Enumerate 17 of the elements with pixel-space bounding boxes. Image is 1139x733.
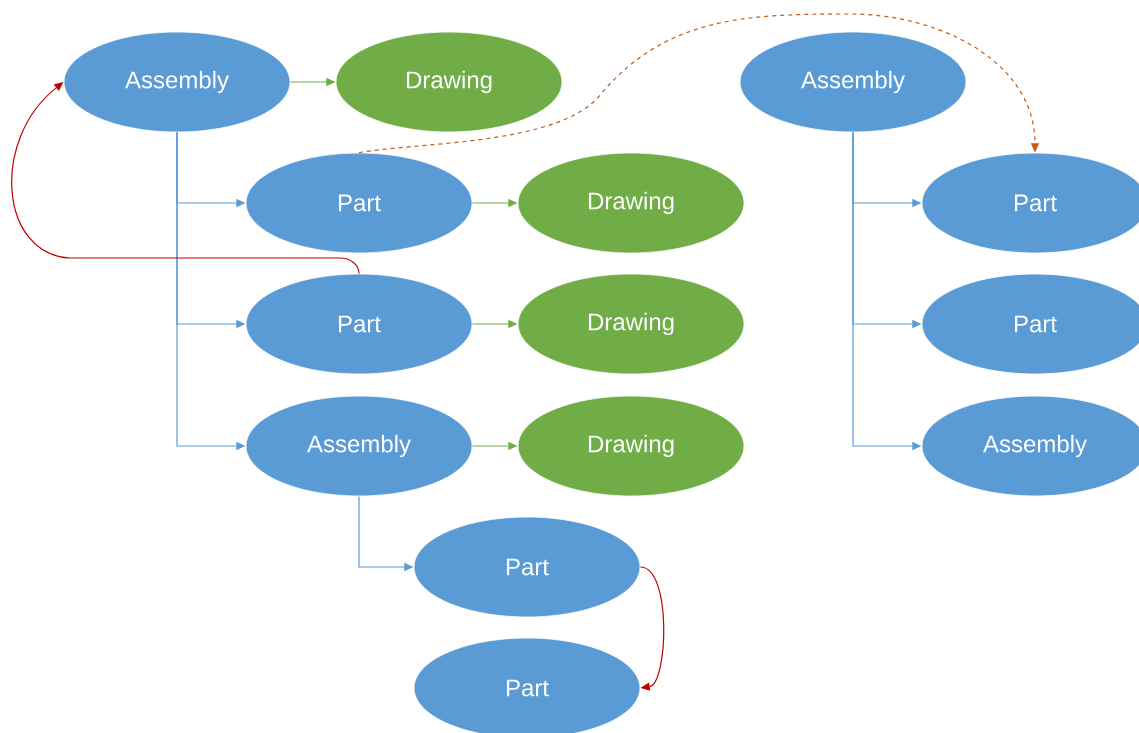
ellipse-node: Drawing bbox=[517, 395, 745, 497]
ellipse-node: Part bbox=[921, 273, 1139, 375]
ellipse-node: Assembly bbox=[739, 31, 967, 133]
ellipse-node: Assembly bbox=[63, 31, 291, 133]
ellipse-node: Part bbox=[245, 273, 473, 375]
ellipse-node: Drawing bbox=[335, 31, 563, 133]
ellipse-node: Part bbox=[245, 152, 473, 254]
arrow bbox=[11, 82, 360, 275]
ellipse-node: Drawing bbox=[517, 273, 745, 375]
ellipse-node: Part bbox=[413, 516, 641, 618]
ellipse-node: Part bbox=[921, 152, 1139, 254]
ellipse-node: Drawing bbox=[517, 152, 745, 254]
ellipse-node: Part bbox=[413, 637, 641, 733]
arrow bbox=[358, 13, 1040, 154]
ellipse-node: Assembly bbox=[245, 395, 473, 497]
arrow bbox=[639, 566, 665, 691]
ellipse-node: Assembly bbox=[921, 395, 1139, 497]
